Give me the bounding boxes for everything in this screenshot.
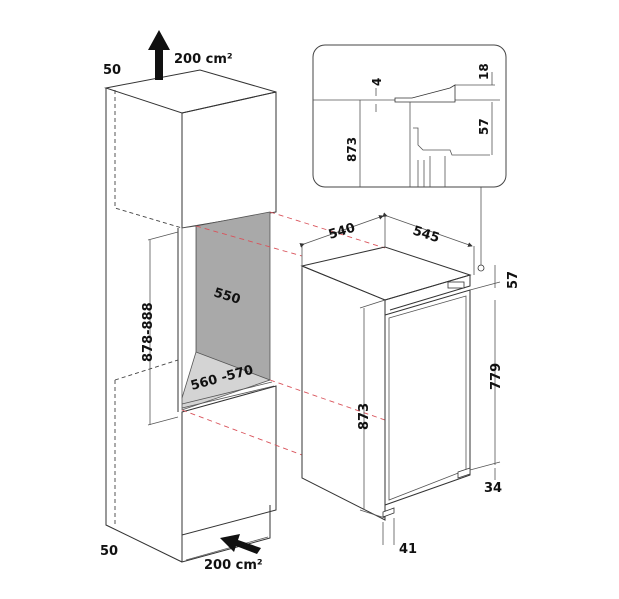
inset-gap-label: 4 [370,78,384,86]
detail-inset [312,44,507,188]
inset-hinge-label: 57 [477,118,491,135]
appliance-top [300,246,472,301]
cabinet-front-lower [181,385,277,536]
top-vent-label: 200 cm² [174,52,233,67]
appliance-width-label: 545 [411,224,441,247]
inset-bracket-label: 18 [477,63,491,80]
door-thickness-label: 41 [399,542,417,557]
cabinet-front-upper [181,91,277,229]
appliance [299,186,501,545]
appliance-door [384,289,471,506]
bottom-gap-label: 50 [100,544,118,559]
appliance-depth-label: 540 [327,221,357,243]
niche-height-label: 878-888 [141,302,156,362]
door-height-label: 779 [489,363,504,390]
appliance-top-offset-label: 57 [506,271,521,289]
top-gap-label: 50 [103,63,121,78]
bottom-offset-label: 34 [484,481,502,496]
bottom-vent-label: 200 cm² [204,558,263,573]
top-vent-arrow-icon [148,30,170,80]
inset-height-label: 873 [345,137,359,162]
appliance-height-label: 873 [357,403,372,430]
cabinet-top [104,69,277,114]
cabinet [104,69,277,563]
bottom-vent-arrow-icon [220,534,261,554]
